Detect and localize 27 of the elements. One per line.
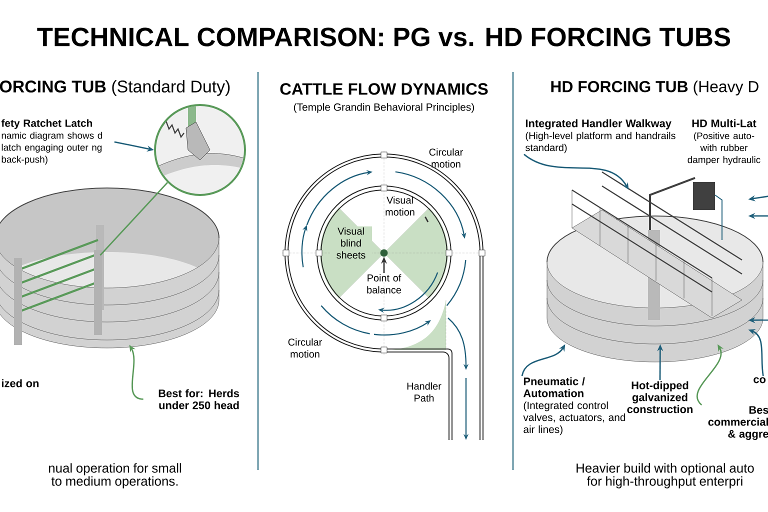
diagram-label: Circular motion	[288, 338, 322, 358]
diagram-label: Handler Path	[407, 382, 442, 402]
callout-text: Visual motion	[386, 196, 414, 216]
gate-drawing	[14, 238, 102, 345]
heading: HD FORCING TUB (Heavy D	[551, 80, 758, 96]
forcing-tub-drawing	[0, 188, 220, 348]
callout-text: Hot-dipped galvanized construction	[627, 381, 692, 414]
callout-text: Point of balance	[367, 274, 402, 294]
callout-text: Bes commercial & aggre	[708, 406, 768, 440]
callout-text: HD Multi-Lat (Positive auto- with rubber damper hydraulic	[688, 119, 760, 165]
summary-text: Heavier build with optional auto for high-throughput enterpri	[576, 463, 754, 488]
leader-line	[424, 216, 429, 222]
diagram-label: Visual blind sheets	[330, 226, 372, 260]
balance-point-dot	[380, 249, 388, 257]
title: TECHNICAL COMPARISON: PG vs. HD FORCING TUBS	[37, 28, 730, 46]
forcing-tub-drawing	[546, 171, 764, 362]
magnified-latch-inset	[154, 104, 246, 196]
callout-text: co	[754, 377, 766, 384]
callout-text: Best for: Herds under 250 head	[158, 389, 240, 410]
summary-text: nual operation for small to medium operations.	[48, 463, 182, 488]
callout-text: Pneumatic / Automation (Integrated control valves, actuators, and air lines)	[523, 377, 626, 436]
diagram-label: Circular motion	[429, 148, 463, 168]
heading: CATTLE FLOW DYNAMICS	[280, 83, 488, 95]
callout-text: ized on	[2, 379, 39, 388]
subtitle: (Temple Grandin Behavioral Principles)	[294, 103, 474, 113]
callout-text: Integrated Handler Walkway (High-level platform and handrails standard)	[525, 119, 676, 154]
callout-text: fety Ratchet Latch namic diagram shows d latch engaging outer ng back-push)	[1, 119, 102, 165]
